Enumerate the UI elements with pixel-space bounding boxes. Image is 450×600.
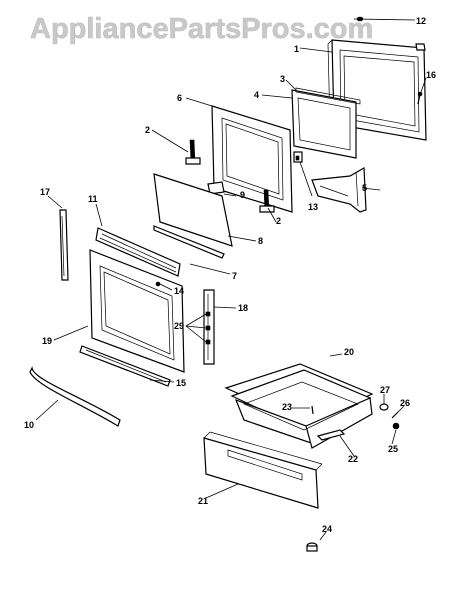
callout-labels: 12 1 16 3 4 6 2 9 5 13 17 11 2 8 7 14 18… xyxy=(24,16,436,534)
callout-14: 14 xyxy=(174,286,184,296)
callout-6: 6 xyxy=(177,93,182,103)
callout-18: 18 xyxy=(238,303,248,313)
part-12-clip[interactable] xyxy=(356,16,426,51)
part-10-handle[interactable] xyxy=(29,366,121,427)
callout-8: 8 xyxy=(258,236,263,246)
callout-2-right: 2 xyxy=(276,216,281,226)
callout-13: 13 xyxy=(308,202,318,212)
part-17-side-rod[interactable] xyxy=(59,209,69,281)
callout-24: 24 xyxy=(322,524,332,534)
part-16-screw[interactable] xyxy=(417,91,423,105)
part-23-screw[interactable] xyxy=(311,405,314,415)
watermark-text: AppliancePartsPros.com xyxy=(30,13,373,45)
part-3-window-glass[interactable] xyxy=(295,87,361,105)
part-24-leveler[interactable] xyxy=(306,542,318,552)
callout-23: 23 xyxy=(282,402,292,412)
part-4-window-frame[interactable] xyxy=(291,89,357,159)
part-19-outer-door[interactable] xyxy=(89,249,185,373)
callout-29: 29 xyxy=(174,321,184,331)
callout-15: 15 xyxy=(176,378,186,388)
callout-7: 7 xyxy=(232,271,237,281)
callout-10: 10 xyxy=(24,420,34,430)
callout-25: 25 xyxy=(388,444,398,454)
leader-lines xyxy=(35,18,427,541)
part-11-top-trim[interactable] xyxy=(95,227,181,277)
part-15-bottom-rail[interactable] xyxy=(79,345,171,387)
callout-2-left: 2 xyxy=(145,125,150,135)
part-21-drawer-front[interactable] xyxy=(203,431,323,509)
part-14-screw[interactable] xyxy=(155,281,161,287)
callout-3: 3 xyxy=(280,74,285,84)
callout-9: 9 xyxy=(240,190,245,200)
callout-27: 27 xyxy=(380,385,390,395)
callout-19: 19 xyxy=(42,336,52,346)
callout-1: 1 xyxy=(294,44,299,54)
callout-22: 22 xyxy=(348,454,358,464)
part-5-vent-baffle[interactable] xyxy=(311,166,367,213)
callout-11: 11 xyxy=(88,194,98,204)
part-8-glass-panel[interactable] xyxy=(153,173,233,247)
part-20-drawer-tray[interactable] xyxy=(224,363,374,449)
callout-20: 20 xyxy=(344,347,354,357)
part-2-hinge-left[interactable] xyxy=(185,139,201,165)
part-7-trim-strip[interactable] xyxy=(153,225,225,259)
callout-5: 5 xyxy=(362,183,367,193)
callout-21: 21 xyxy=(198,496,208,506)
callout-17: 17 xyxy=(40,187,50,197)
part-22-drawer-glide[interactable] xyxy=(316,429,346,441)
part-25-bolt[interactable] xyxy=(392,422,400,430)
callout-26: 26 xyxy=(400,398,410,408)
part-27-nut[interactable] xyxy=(379,403,389,411)
callout-16: 16 xyxy=(426,70,436,80)
part-2-hinge-right[interactable] xyxy=(259,189,275,213)
part-9-block[interactable] xyxy=(207,181,225,195)
part-13-hinge-receptacle[interactable] xyxy=(293,151,303,163)
callout-4: 4 xyxy=(254,90,259,100)
part-6-door-liner[interactable] xyxy=(211,105,293,213)
callout-12: 12 xyxy=(416,16,426,26)
